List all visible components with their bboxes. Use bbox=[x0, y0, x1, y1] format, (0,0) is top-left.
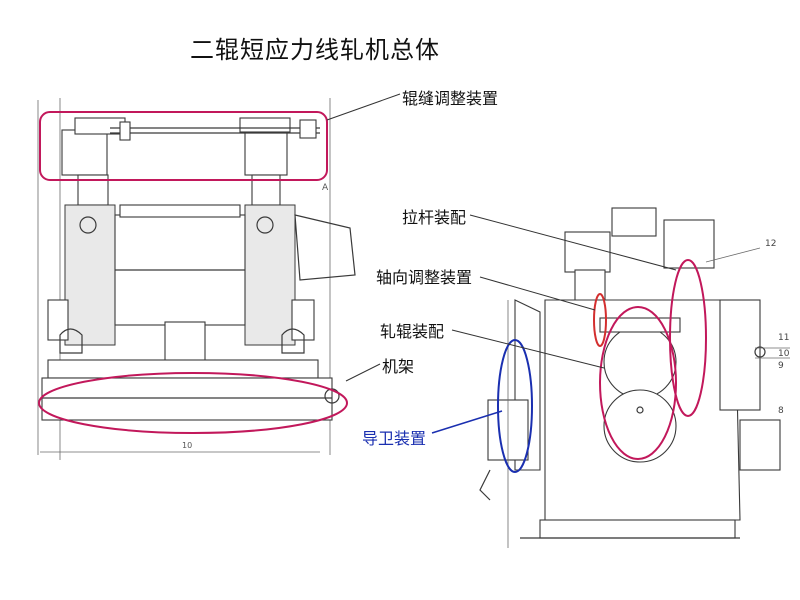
svg-text:9: 9 bbox=[778, 361, 784, 371]
tie-rod-label: 拉杆装配 bbox=[402, 208, 467, 227]
svg-text:12: 12 bbox=[765, 239, 776, 249]
axial-adjust-leader bbox=[479, 276, 596, 311]
axial-adjust-label: 轴向调整装置 bbox=[376, 268, 473, 287]
front-view-drawing: 10 A bbox=[37, 98, 356, 460]
frame-leader bbox=[345, 363, 381, 382]
page-title: 二辊短应力线轧机总体 bbox=[190, 36, 440, 64]
axial-adjust-highlight bbox=[593, 293, 607, 347]
roll-gap-leader bbox=[326, 93, 401, 121]
tie-rod-highlight bbox=[669, 259, 707, 417]
roll-assembly-label: 轧辊装配 bbox=[380, 322, 445, 341]
roll-gap-label: 辊缝调整装置 bbox=[402, 89, 499, 108]
svg-text:A: A bbox=[322, 183, 329, 193]
svg-text:10: 10 bbox=[182, 441, 192, 450]
guide-highlight bbox=[497, 339, 533, 473]
roll-assembly-leader bbox=[451, 329, 605, 369]
frame-label: 机架 bbox=[382, 357, 415, 376]
tie-rod-leader bbox=[469, 214, 677, 271]
guide-leader bbox=[431, 410, 503, 434]
guide-label: 导卫装置 bbox=[362, 429, 427, 448]
svg-text:8: 8 bbox=[778, 406, 784, 416]
frame-highlight bbox=[38, 372, 348, 434]
svg-text:10: 10 bbox=[778, 349, 790, 359]
svg-text:11: 11 bbox=[778, 333, 789, 343]
roll-gap-highlight bbox=[39, 111, 328, 181]
side-view-drawing: 12 11 10 9 8 bbox=[479, 207, 790, 548]
roll-assembly-highlight bbox=[599, 306, 677, 460]
